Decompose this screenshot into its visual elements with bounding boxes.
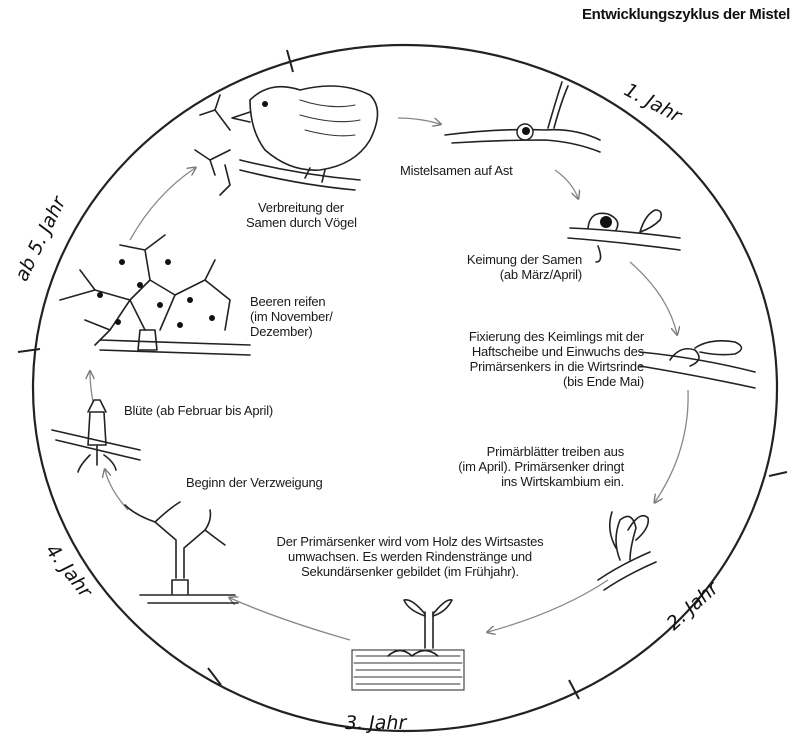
- label-seed-on-branch: Mistelsamen auf Ast: [400, 163, 513, 178]
- arrow: [555, 170, 578, 198]
- arrow: [105, 470, 128, 510]
- year-label-3: 3. Jahr: [345, 712, 406, 734]
- label-berries: Beeren reifen (im November/ Dezember): [250, 294, 333, 339]
- arrow: [488, 580, 608, 632]
- primary-leaves-drawing: [598, 512, 656, 590]
- arrow: [130, 168, 195, 240]
- arrow: [230, 598, 350, 640]
- cycle-ring: [33, 45, 777, 731]
- year-tick: [769, 472, 787, 476]
- label-sinker: Der Primärsenker wird vom Holz des Wirts…: [240, 534, 580, 579]
- holdfast-drawing: [640, 341, 755, 388]
- arrow: [398, 118, 440, 124]
- berries-drawing: [60, 235, 250, 355]
- label-branching: Beginn der Verzweigung: [186, 475, 323, 490]
- sinker-drawing: [352, 600, 464, 690]
- label-primary-leaves: Primärblätter treiben aus (im April). Pr…: [392, 444, 624, 489]
- seed-on-branch-drawing: [445, 82, 600, 152]
- year-tick: [18, 349, 40, 352]
- arrow: [630, 262, 677, 334]
- label-holdfast: Fixierung des Keimlings mit der Haftsche…: [418, 329, 644, 389]
- label-germination: Keimung der Samen (ab März/April): [440, 252, 582, 282]
- arrow: [90, 372, 93, 402]
- label-bird-dispersal: Verbreitung der Samen durch Vögel: [246, 200, 356, 230]
- germination-drawing: [568, 210, 680, 262]
- arrow: [655, 390, 688, 502]
- branching-drawing: [125, 502, 238, 603]
- label-flower: Blüte (ab Februar bis April): [124, 403, 273, 418]
- bird-dispersal-drawing: [195, 86, 378, 195]
